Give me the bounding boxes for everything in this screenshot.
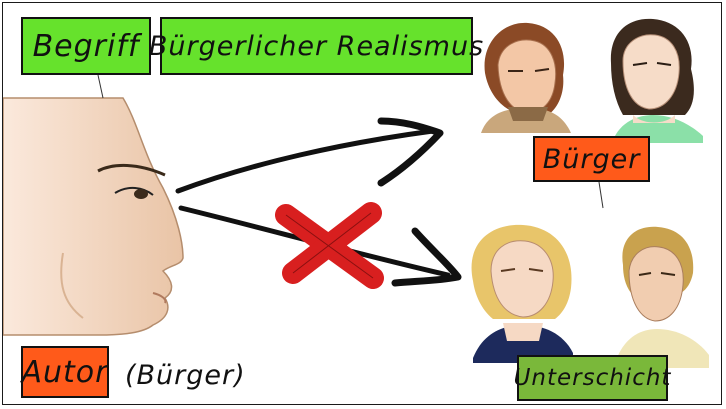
begriff-label: Begriff [21, 17, 151, 75]
slide-frame: Begriff Bürgerlicher Realismus Bürger Au… [2, 2, 722, 405]
autor-label: Autor [21, 346, 109, 398]
lower-group-illustration [471, 224, 709, 368]
red-x-mark-icon [275, 202, 384, 289]
author-face-icon [3, 97, 184, 336]
illustration-layer [3, 18, 709, 368]
upper-group-illustration [481, 18, 703, 143]
autor-note: (Bürger) [125, 359, 246, 391]
buerger-label: Bürger [533, 136, 650, 182]
unterschicht-label: Unterschicht [514, 355, 670, 401]
topic-title: Bürgerlicher Realismus [149, 17, 483, 75]
arrow-up-icon [175, 117, 444, 194]
